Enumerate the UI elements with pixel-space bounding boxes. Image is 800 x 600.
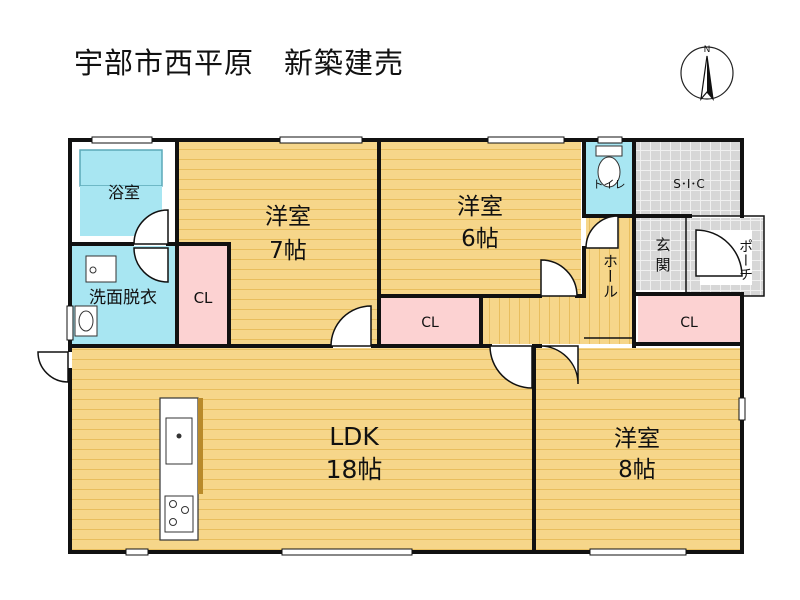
bathtub — [79, 149, 163, 187]
door-bedroom7 — [330, 305, 372, 347]
label-bath: 浴室 — [108, 183, 140, 202]
label-entrance-1: 玄 — [655, 236, 670, 254]
wash-basin — [74, 305, 98, 337]
sic-floor — [636, 142, 740, 216]
entrance-floor — [636, 218, 686, 290]
thin-walls — [584, 215, 765, 339]
toilet-bowl-icon — [597, 156, 621, 188]
label-bedroom6-size: 6帖 — [461, 226, 499, 252]
kitchen-sink — [165, 417, 193, 465]
label-closet-middle: CL — [421, 315, 439, 331]
window-bedroom8-east — [738, 397, 746, 421]
compass: N — [680, 45, 734, 101]
label-closet-west: CL — [194, 289, 213, 307]
cooktop — [164, 495, 194, 533]
door-bedroom8 — [539, 345, 579, 385]
door-bedroom6 — [540, 259, 578, 297]
washing-machine-drain-icon — [89, 266, 97, 274]
door-ldk — [489, 345, 533, 389]
label-bedroom6-name: 洋室 — [457, 194, 503, 220]
door-exterior-west — [37, 351, 69, 383]
windows — [66, 136, 746, 556]
hall-corridor-floor — [483, 296, 588, 344]
closet-middle-floor — [381, 298, 479, 344]
counter-backsplash — [198, 398, 203, 494]
window-washroom — [66, 305, 74, 341]
label-bedroom7-size: 7帖 — [269, 238, 307, 264]
closet-east-floor — [638, 296, 740, 344]
ldk-floor — [72, 348, 532, 550]
door-washroom — [133, 247, 169, 283]
burner-icon — [169, 500, 177, 508]
closet-west-floor — [179, 246, 227, 344]
label-closet-east: CL — [680, 315, 698, 331]
window-ldk — [281, 548, 413, 556]
fixtures — [74, 145, 623, 541]
window-bath — [91, 136, 153, 144]
porch-outline — [686, 215, 765, 297]
doors — [37, 209, 743, 389]
window-bedroom7 — [279, 136, 363, 144]
door-toilet — [585, 215, 619, 249]
label-bedroom8-size: 8帖 — [618, 457, 656, 483]
wash-basin-bowl-icon — [78, 310, 94, 332]
page-title: 宇部市西平原 新築建売 — [74, 46, 405, 80]
door-bath — [133, 209, 169, 245]
bedroom7-floor — [179, 142, 377, 246]
compass-needle — [707, 56, 713, 99]
sink-faucet-icon — [176, 433, 182, 439]
bedroom8-floor — [536, 348, 740, 550]
label-ldk-size: 18帖 — [326, 455, 383, 484]
window-bedroom6 — [487, 136, 565, 144]
label-washroom: 洗面脱衣 — [89, 288, 157, 308]
washing-machine — [85, 255, 117, 283]
label-ldk-name: LDK — [329, 422, 379, 451]
label-bedroom8-name: 洋室 — [614, 426, 660, 452]
label-hall: ホール — [601, 254, 619, 299]
window-bedroom8 — [589, 548, 687, 556]
room-labels: 浴室 洗面脱衣 CL 洋室 7帖 洋室 6帖 CL トイレ S･I･C 玄 関 … — [89, 177, 753, 484]
burner-icon — [181, 506, 189, 514]
compass-north-label: N — [704, 45, 711, 55]
label-bedroom7-name: 洋室 — [265, 204, 311, 230]
label-porch: ポーチ — [737, 239, 753, 281]
window-toilet — [597, 136, 623, 144]
window-kitchen — [125, 548, 149, 556]
wall-closet-west — [175, 242, 231, 348]
door-front — [695, 229, 743, 277]
label-sic: S･I･C — [673, 177, 705, 191]
label-toilet: トイレ — [593, 178, 626, 191]
burner-icon — [169, 518, 177, 526]
label-entrance-2: 関 — [655, 256, 670, 274]
toilet-tank — [595, 145, 623, 157]
